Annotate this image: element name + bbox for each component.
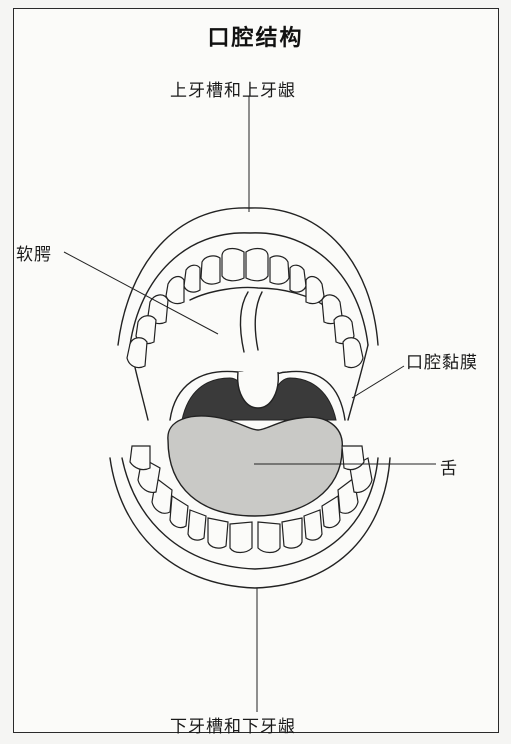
upper-lip-inner [130,233,368,345]
upper-tooth [270,256,289,284]
label-lower-alveolus-gum: 下牙槽和下牙龈 [170,712,296,737]
lower-tooth [258,522,280,553]
leader-line-oral-mucosa [352,366,404,398]
tongue-shape [168,416,342,516]
palate-raphe [241,292,248,352]
upper-tooth [246,249,268,281]
upper-tooth [166,277,184,304]
upper-tooth [222,249,244,281]
lower-tooth [342,446,364,470]
label-oral-mucosa: 口腔黏膜 [406,348,478,373]
palate-raphe-2 [255,292,262,350]
lower-tooth [188,510,206,540]
label-soft-palate: 软腭 [16,240,52,265]
label-upper-alveolus-gum: 上牙槽和上牙龈 [170,76,296,101]
upper-tooth [306,277,324,304]
lower-tooth [282,518,302,548]
lower-tooth [304,510,322,540]
upper-tooth [290,265,306,292]
lower-tooth [208,518,228,548]
lower-tooth [130,446,150,470]
upper-tooth [184,265,200,292]
upper-tooth [343,338,363,368]
label-tongue: 舌 [440,454,458,479]
lower-tooth [170,496,188,528]
lower-tooth [322,496,340,528]
lower-tooth [230,522,252,553]
upper-tooth [201,256,220,284]
